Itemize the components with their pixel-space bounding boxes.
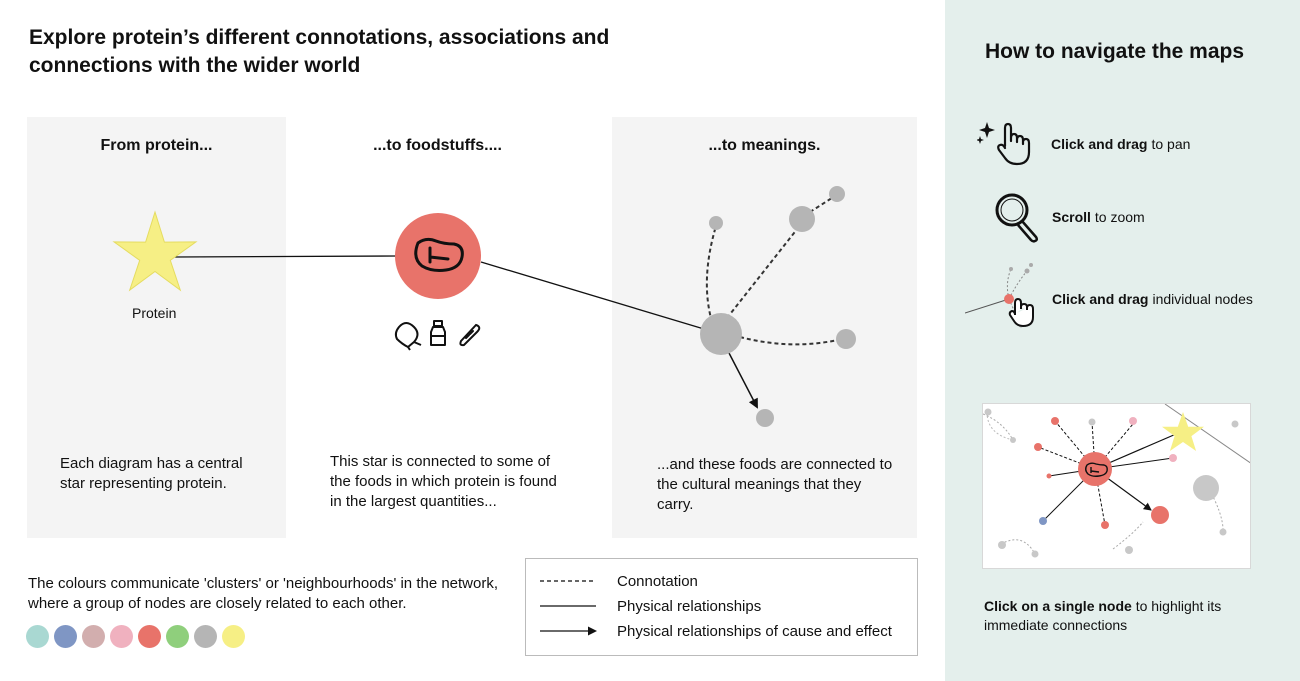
highlight-example-map: [982, 403, 1251, 569]
highlight-help-result: to highlight its immediate connections: [984, 598, 1222, 633]
link-legend: Connotation Physical relationships Physi…: [525, 558, 918, 656]
meaning-node: [836, 329, 856, 349]
meaning-node: [789, 206, 815, 232]
legend-label: Physical relationships: [617, 597, 762, 615]
legend-label: Physical relationships of cause and effe…: [617, 622, 892, 640]
mini-network-diagram: [983, 404, 1250, 558]
protein-panel: From protein... Protein Each diagram has…: [27, 117, 286, 538]
connotation-link-upper: [726, 227, 799, 319]
meaning-node: [709, 216, 723, 230]
clusters-explanation: The colours communicate 'clusters' or 'n…: [28, 575, 499, 612]
cause-effect-link: [728, 352, 758, 409]
hand-drag-node-icon: [965, 263, 1034, 328]
dashed-line-icon: [540, 580, 596, 582]
cluster-color-swatch: [54, 625, 77, 648]
protein-node-label: Protein: [132, 305, 177, 321]
legend-label: Connotation: [617, 572, 698, 590]
food-meaning-link: [480, 261, 705, 330]
cluster-color-swatch: [110, 625, 133, 648]
magnifier-icon: [995, 193, 1039, 243]
arrow-line-icon: [540, 626, 597, 636]
cluster-color-swatch: [222, 625, 245, 648]
example-network-diagram: [112, 186, 856, 427]
cluster-color-swatch: [138, 625, 161, 648]
highlight-help-text: Click on a single node to highlight its …: [984, 597, 1254, 635]
cluster-color-swatch: [26, 625, 49, 648]
connotation-link-left: [705, 225, 717, 323]
milk-bottle-icon: [430, 320, 446, 346]
highlight-help-action: Click on a single node: [984, 598, 1132, 614]
meanings-panel-title: ...to meanings.: [708, 137, 821, 154]
sausage-icon: [459, 323, 481, 347]
drumstick-icon: [394, 322, 422, 351]
nav-help-action: Scroll: [1052, 209, 1091, 225]
solid-line-icon: [540, 605, 596, 607]
foodstuffs-panel-title: ...to foodstuffs....: [373, 137, 502, 154]
nav-help-result: to zoom: [1094, 209, 1145, 225]
protein-food-link: [174, 255, 399, 258]
meaning-node: [756, 409, 774, 427]
legend-item-connotation: Connotation: [540, 571, 698, 591]
meanings-panel-description: ...and these foods are connected to the …: [657, 456, 893, 513]
foodstuffs-panel: ...to foodstuffs.... This star is connec…: [305, 117, 570, 538]
nav-help-result: to pan: [1151, 136, 1191, 152]
protein-star-node: [112, 210, 198, 292]
food-node: [395, 213, 481, 299]
cluster-color-swatch: [194, 625, 217, 648]
hand-pan-icon: [977, 122, 1031, 166]
cluster-color-swatch: [82, 625, 105, 648]
protein-panel-description: Each diagram has a central star represen…: [60, 455, 243, 492]
legend-item-physical: Physical relationships: [540, 596, 761, 616]
cluster-color-swatch: [166, 625, 189, 648]
legend-item-cause-effect: Physical relationships of cause and effe…: [540, 621, 892, 641]
sidebar-title: How to navigate the maps: [985, 40, 1245, 63]
nav-help-result: individual nodes: [1152, 291, 1253, 307]
protein-panel-title: From protein...: [100, 137, 213, 154]
foodstuffs-panel-description: This star is connected to some of the fo…: [330, 453, 557, 510]
connotation-link-right: [739, 336, 839, 346]
meaning-center-node: [700, 313, 742, 355]
page-title: Explore protein’s different connotations…: [29, 26, 610, 77]
cluster-color-swatches: [26, 625, 245, 648]
meanings-panel: ...to meanings. ...and these foods are c…: [612, 117, 917, 538]
nav-help-action: Click and drag: [1052, 291, 1149, 307]
meaning-node: [829, 186, 845, 202]
nav-help-action: Click and drag: [1051, 136, 1148, 152]
meat-icon: [414, 237, 464, 272]
